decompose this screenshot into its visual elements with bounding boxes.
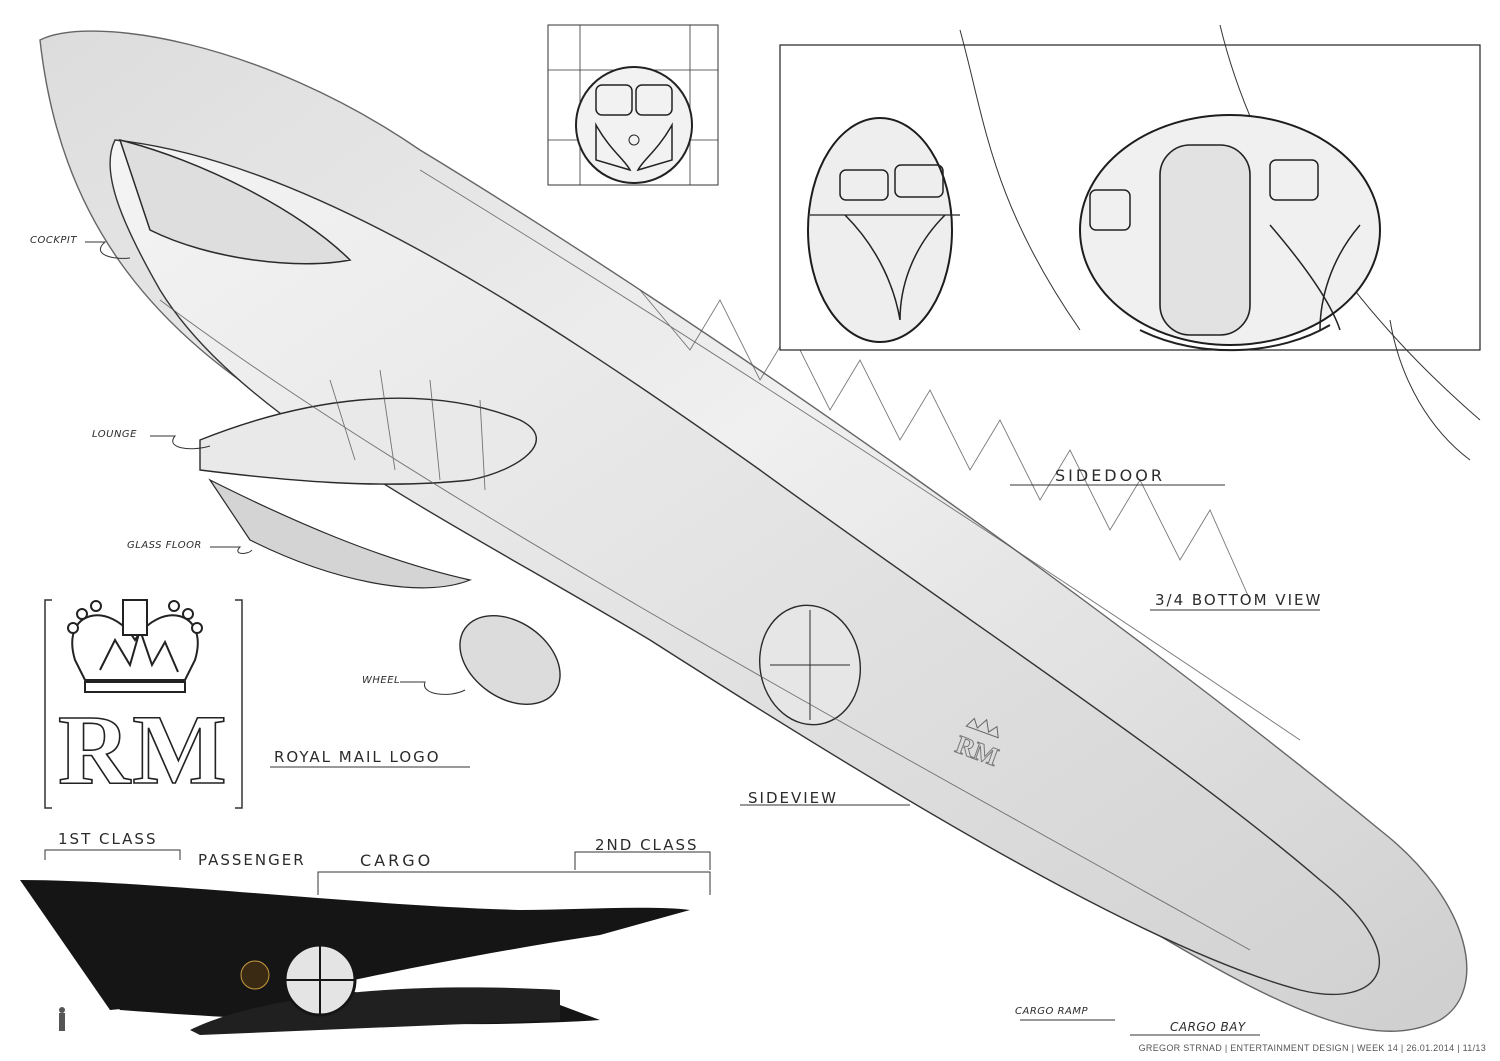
lounge-gallery — [199, 397, 537, 485]
logo-letters: RM — [57, 694, 229, 805]
label-lounge: LOUNGE — [92, 429, 138, 440]
label-sidedoor: SIDEDOOR — [1055, 466, 1165, 485]
cockpit-windows — [118, 138, 352, 265]
sidedoor-detail — [779, 24, 1481, 461]
label-cockpit: COCKPIT — [30, 235, 77, 246]
label-royal-mail-logo: ROYAL MAIL LOGO — [274, 748, 441, 766]
glass-floor — [208, 478, 473, 589]
label-sideview: SIDEVIEW — [748, 789, 838, 807]
label-cargo-bay: CARGO BAY — [1170, 1020, 1246, 1034]
door-front-detail — [547, 24, 719, 186]
label-second-class: 2ND CLASS — [595, 836, 699, 854]
airship-bottom-view: RM — [39, 30, 1468, 1032]
label-first-class: 1ST CLASS — [58, 830, 158, 848]
royal-mail-logo — [44, 599, 243, 809]
footer-credits: GREGOR STRNAD | ENTERTAINMENT DESIGN | W… — [1138, 1043, 1486, 1053]
callout-lines — [85, 241, 1320, 1036]
label-cargo-ramp: CARGO RAMP — [1015, 1006, 1089, 1017]
label-passenger: PASSENGER — [198, 851, 306, 869]
label-cargo: CARGO — [360, 851, 434, 870]
label-wheel: WHEEL — [362, 675, 401, 686]
pedestrian-icon — [59, 1007, 65, 1031]
label-bottom-view: 3/4 BOTTOM VIEW — [1155, 591, 1323, 609]
label-glass-floor: GLASS FLOOR — [127, 540, 202, 551]
wheel-housing — [459, 614, 561, 706]
crown-icon — [67, 599, 203, 693]
sideview-silhouette — [20, 804, 910, 1035]
door-closed — [807, 117, 953, 343]
